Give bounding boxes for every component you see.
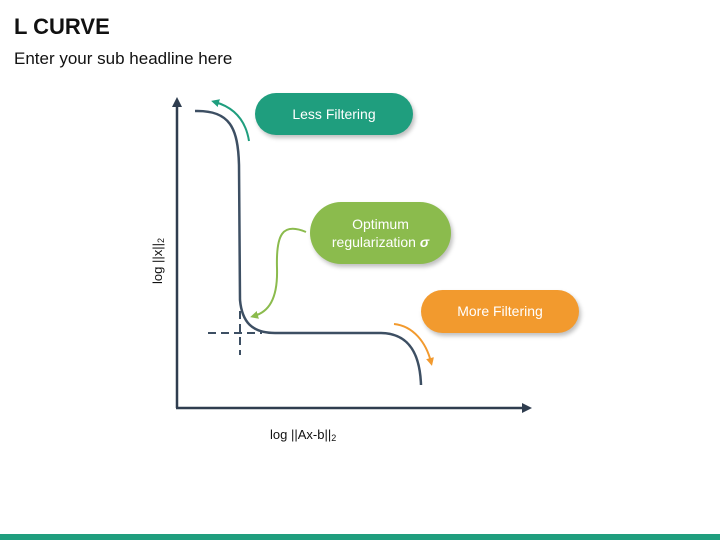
x-axis-label: log ||Ax-b||2 <box>270 427 336 443</box>
page-subtitle: Enter your sub headline here <box>14 49 233 68</box>
less-filtering-callout: Less Filtering <box>255 93 413 135</box>
y-axis-label: log ||x||2 <box>150 231 166 291</box>
y-axis-label-subscript: 2 <box>156 238 166 244</box>
x-axis-label-text: log ||Ax-b|| <box>270 427 332 442</box>
optimum-label-line1: Optimum <box>352 215 409 232</box>
less-filtering-label: Less Filtering <box>292 105 376 122</box>
optimum-regularization-callout: Optimum regularization σ <box>310 202 451 264</box>
footer-accent-bar <box>0 534 720 540</box>
l-curve <box>194 109 423 386</box>
page-title: L CURVE <box>14 14 110 39</box>
less-filtering-arrow <box>211 99 250 142</box>
x-axis-label-subscript: 2 <box>331 433 337 443</box>
more-filtering-label: More Filtering <box>457 303 543 320</box>
y-axis-label-text: log ||x|| <box>150 243 165 284</box>
more-filtering-arrow <box>393 323 434 366</box>
sigma-symbol: σ <box>419 234 430 250</box>
optimum-label-line2: regularization <box>331 234 416 250</box>
optimum-arrow <box>250 227 307 319</box>
more-filtering-callout: More Filtering <box>421 290 579 333</box>
